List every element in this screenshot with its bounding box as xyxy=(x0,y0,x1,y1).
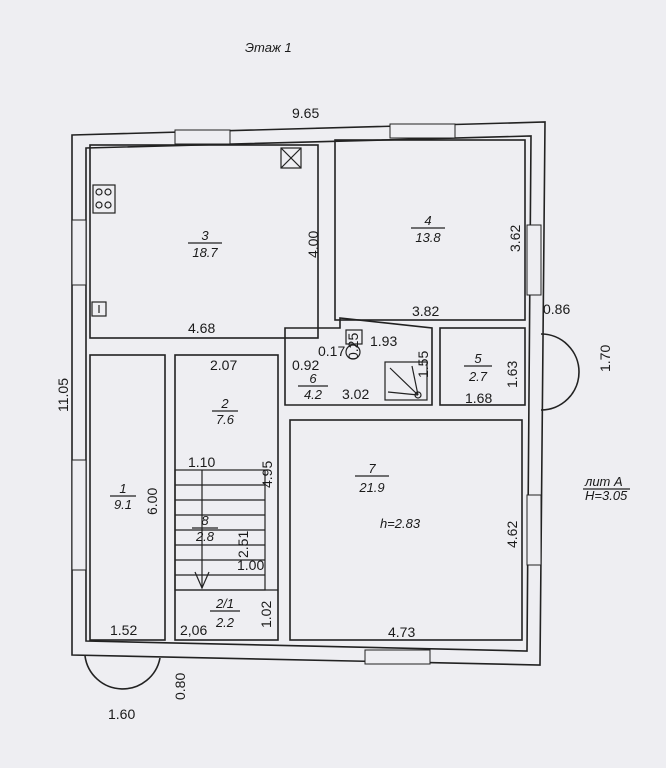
room-5-outline xyxy=(439,327,526,406)
plan-label: h=2.83 xyxy=(380,516,421,531)
plan-label: 2/1 xyxy=(215,596,234,611)
plan-label: 9.65 xyxy=(292,105,319,121)
plan-label: 2.51 xyxy=(235,531,251,558)
room-3-outline xyxy=(89,144,319,339)
stairs xyxy=(174,469,266,591)
plan-label: 1.00 xyxy=(237,557,264,573)
porch-right xyxy=(540,333,580,411)
plan-label: 13.8 xyxy=(415,230,441,245)
plan-label: лит А xyxy=(584,474,623,489)
room-5-label: 52.7 xyxy=(464,351,492,384)
plan-label: 0.80 xyxy=(172,673,188,700)
shower-icon xyxy=(384,361,428,401)
plan-label: 4.2 xyxy=(304,387,323,402)
plan-label: 4.00 xyxy=(305,231,321,258)
plan-label: 1.52 xyxy=(110,622,137,638)
stairs-arrow-icon xyxy=(194,571,210,590)
plan-label: 0.92 xyxy=(292,357,319,373)
building-label: лит А H=3.05 xyxy=(583,474,630,503)
room-3-label: 318.7 xyxy=(188,228,222,260)
floor-title: Этаж 1 xyxy=(245,40,292,55)
plan-label: 2.7 xyxy=(468,369,488,384)
plan-label: 2.2 xyxy=(215,615,235,630)
plan-label: 7 xyxy=(368,461,376,476)
plan-label: 2,06 xyxy=(180,622,207,638)
boiler-icon xyxy=(345,329,363,360)
plan-label: 1.02 xyxy=(258,601,274,628)
plan-label: H=3.05 xyxy=(585,488,628,503)
room-labels: 318.7 413.8 64.2 52.7 27.6 721.9h=2.83 1… xyxy=(110,213,492,630)
ventilation-icon xyxy=(280,147,302,169)
plan-label: 6.00 xyxy=(144,488,160,515)
room-2-1-label: 2/12.2 xyxy=(210,596,240,630)
plan-label: 3 xyxy=(201,228,209,243)
plan-label: 7.6 xyxy=(216,412,235,427)
plan-label: 4.68 xyxy=(188,320,215,336)
room-4-label: 413.8 xyxy=(411,213,445,245)
plan-label: 3.62 xyxy=(507,225,523,252)
plan-label: 0.25 xyxy=(345,333,361,360)
room-6-outline xyxy=(284,317,433,406)
plan-label: 5 xyxy=(474,351,482,366)
room-7-outline xyxy=(289,419,523,641)
plan-label: 8 xyxy=(201,513,209,528)
plan-label: 3.02 xyxy=(342,386,369,402)
plan-label: 1.55 xyxy=(415,351,431,378)
porch-bottom xyxy=(84,655,161,690)
room-2-label: 27.6 xyxy=(212,396,238,427)
plan-label: 1 xyxy=(119,481,126,496)
plan-label: 1.68 xyxy=(465,390,492,406)
sink-icon xyxy=(91,301,107,317)
plan-label: 2 xyxy=(220,396,229,411)
plan-label: 1.70 xyxy=(597,345,613,372)
plan-label: 18.7 xyxy=(192,245,218,260)
plan-label: 11.05 xyxy=(55,378,71,412)
room-8-label: 82.8 xyxy=(192,513,218,544)
room-1-label: 19.1 xyxy=(110,481,136,512)
plan-label: 4.62 xyxy=(504,521,520,548)
plan-label: 1.10 xyxy=(188,454,215,470)
windows xyxy=(71,123,542,665)
plan-label: 1.93 xyxy=(370,333,397,349)
plan-label: 4.95 xyxy=(259,461,275,488)
room-7-label: 7 21.9 h=2.83 xyxy=(355,461,421,531)
plan-label: 4.73 xyxy=(388,624,415,640)
plan-label: 0.86 xyxy=(543,301,570,317)
plan-label: 1.63 xyxy=(504,361,520,388)
plan-label: 6 xyxy=(309,371,317,386)
room-4-outline xyxy=(334,139,526,321)
plan-label: 4 xyxy=(424,213,431,228)
plan-label: 2.07 xyxy=(210,357,237,373)
room-6-label: 64.2 xyxy=(298,371,328,402)
plan-label: 2.8 xyxy=(195,529,215,544)
plan-label: 21.9 xyxy=(358,480,384,495)
stove-icon xyxy=(92,184,116,214)
plan-label: 0.17 xyxy=(318,343,345,359)
dimension-labels: 9.65 11.05 4.00 4.68 3.62 3.82 0.86 1.70… xyxy=(55,105,613,722)
plan-label: 9.1 xyxy=(114,497,132,512)
plan-label: 1.60 xyxy=(108,706,135,722)
room-1-outline xyxy=(89,354,166,641)
plan-label: 3.82 xyxy=(412,303,439,319)
